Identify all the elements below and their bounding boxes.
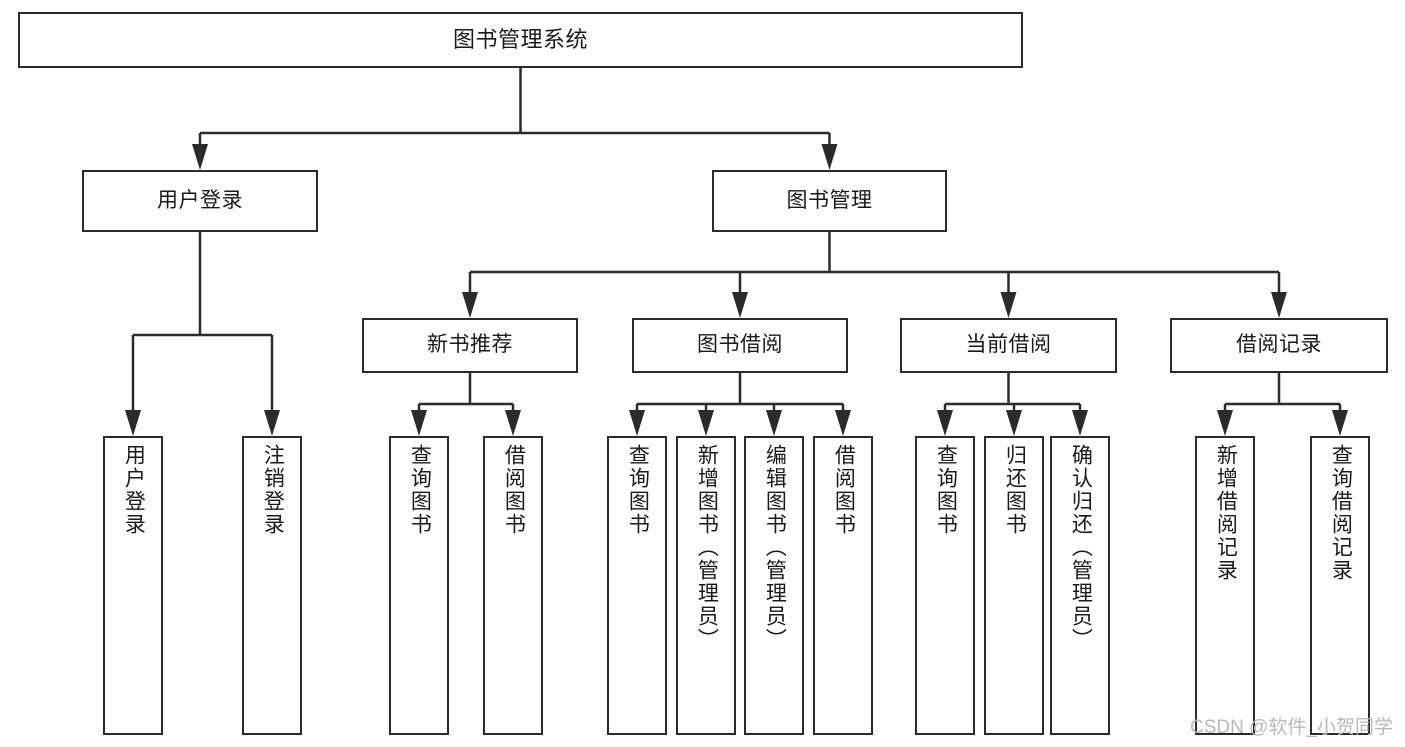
arrowhead (505, 410, 521, 436)
node-leaf-cb-query[interactable]: 查询图书 (915, 436, 975, 735)
node-label: 新增图书（管理员） (695, 444, 719, 651)
node-label: 用户登录 (122, 444, 146, 536)
node-label: 图书借阅 (697, 333, 783, 357)
node-leaf-user-login[interactable]: 用户登录 (103, 436, 163, 735)
arrowhead (1271, 292, 1287, 318)
node-root[interactable]: 图书管理系统 (18, 12, 1023, 68)
node-leaf-nb-borrow[interactable]: 借阅图书 (483, 436, 543, 735)
node-new-book-rec[interactable]: 新书推荐 (362, 318, 578, 373)
node-label: 借阅图书 (502, 444, 526, 536)
node-label: 借阅图书 (832, 444, 856, 536)
arrowhead (937, 410, 953, 436)
arrowhead (411, 410, 427, 436)
node-label: 查询图书 (934, 444, 958, 536)
node-label: 查询图书 (626, 444, 650, 536)
node-user-login[interactable]: 用户登录 (82, 170, 318, 232)
node-label: 归还图书 (1003, 444, 1027, 536)
arrowhead (462, 292, 478, 318)
node-book-borrow[interactable]: 图书借阅 (632, 318, 848, 373)
node-label: 当前借阅 (965, 333, 1052, 357)
arrowhead (629, 410, 645, 436)
node-leaf-br-add[interactable]: 新增借阅记录 (1195, 436, 1255, 735)
node-label: 新书推荐 (427, 333, 513, 357)
node-label: 查询图书 (408, 444, 432, 536)
arrowhead (732, 292, 748, 318)
arrowhead (192, 144, 208, 170)
node-label: 图书管理 (786, 188, 873, 212)
arrowhead (835, 410, 851, 436)
node-leaf-bb-query[interactable]: 查询图书 (607, 436, 667, 735)
arrowhead (1000, 292, 1017, 318)
node-leaf-bb-add[interactable]: 新增图书（管理员） (676, 436, 736, 735)
node-label: 确认归还（管理员） (1069, 444, 1093, 651)
arrowhead (264, 410, 280, 436)
node-leaf-cb-return[interactable]: 归还图书 (984, 436, 1044, 735)
node-book-manage[interactable]: 图书管理 (712, 170, 947, 232)
node-leaf-cb-confirm[interactable]: 确认归还（管理员） (1050, 436, 1110, 735)
node-leaf-br-query[interactable]: 查询借阅记录 (1310, 436, 1370, 735)
node-current-borrow[interactable]: 当前借阅 (900, 318, 1117, 373)
arrowhead (821, 144, 838, 170)
node-leaf-nb-query[interactable]: 查询图书 (389, 436, 449, 735)
arrowhead (1072, 410, 1088, 436)
arrowhead (766, 410, 782, 436)
node-label: 注销登录 (261, 444, 285, 536)
arrowhead (125, 410, 141, 436)
node-label: 用户登录 (157, 188, 243, 212)
node-label: 新增借阅记录 (1214, 444, 1238, 582)
node-label: 图书管理系统 (452, 27, 588, 53)
node-label: 查询借阅记录 (1329, 444, 1353, 582)
node-label: 编辑图书（管理员） (763, 444, 787, 651)
node-label: 借阅记录 (1236, 333, 1322, 357)
arrowhead (698, 410, 714, 436)
arrowhead (1006, 410, 1022, 436)
node-leaf-bb-edit[interactable]: 编辑图书（管理员） (744, 436, 804, 735)
node-leaf-user-logout[interactable]: 注销登录 (242, 436, 302, 735)
node-borrow-record[interactable]: 借阅记录 (1170, 318, 1388, 373)
node-leaf-bb-borrow[interactable]: 借阅图书 (813, 436, 873, 735)
arrowhead (1217, 410, 1233, 436)
arrowhead (1332, 410, 1348, 436)
